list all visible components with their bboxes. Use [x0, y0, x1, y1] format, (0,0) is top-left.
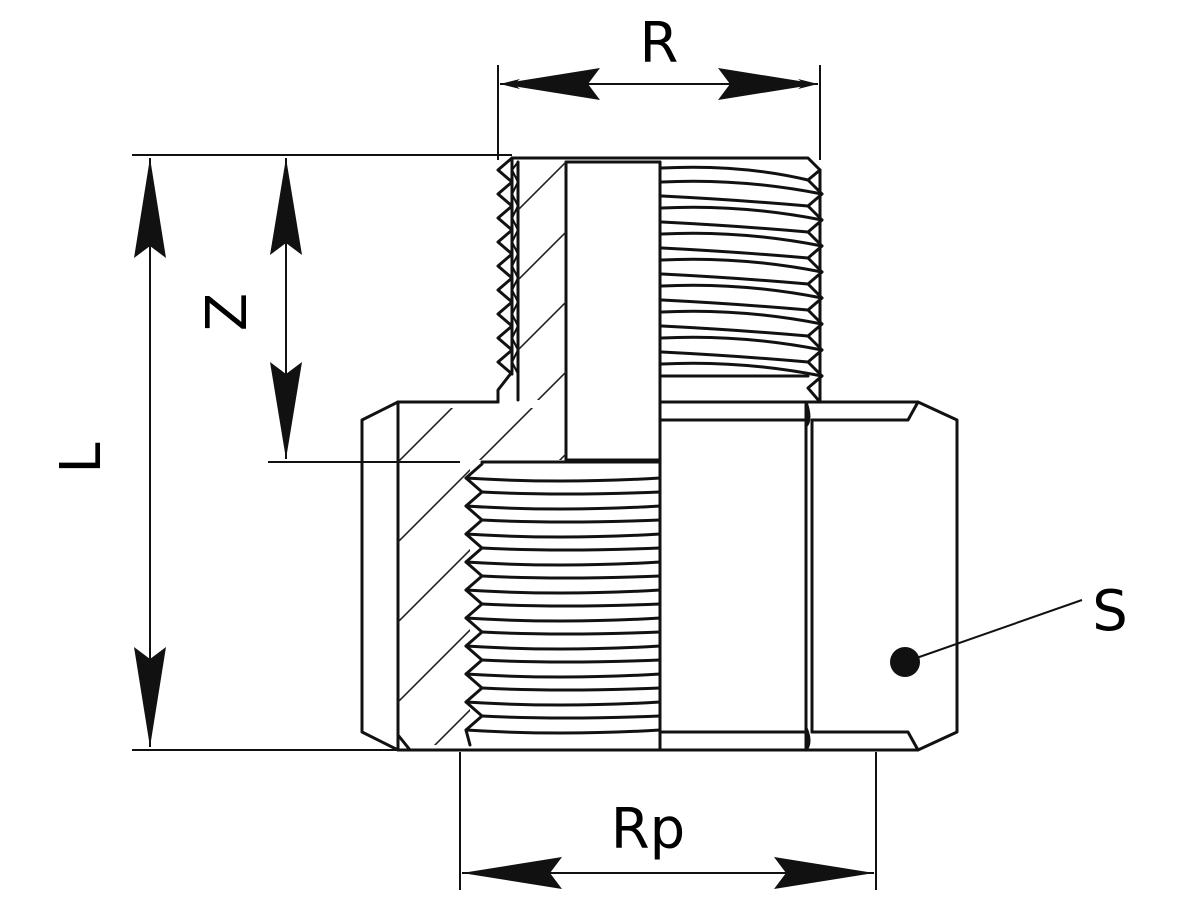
leader-line-S [904, 599, 1083, 663]
male-thread-crests [660, 165, 824, 378]
leader-S: S [890, 579, 1128, 677]
centre-bore [564, 160, 662, 462]
arrowhead-Z-bottom [270, 362, 302, 459]
arrowhead-Rp-right [774, 857, 874, 889]
female-thread-crests [464, 476, 662, 735]
fitting-body [360, 156, 959, 752]
section-hatching-upper [518, 162, 566, 400]
label-R: R [640, 11, 679, 76]
label-Z: Z [195, 293, 260, 331]
hex-flat-curves [804, 400, 811, 752]
leader-dot-S [890, 647, 920, 677]
arrowhead-Z-top [270, 158, 302, 255]
lower-section-edge [396, 733, 472, 752]
dimension-Rp: Rp [459, 752, 877, 890]
arrowhead-L-bottom [134, 647, 166, 747]
arrowhead-R-right [718, 68, 818, 100]
dimension-R: R [497, 11, 821, 160]
dimension-L: L [49, 154, 512, 751]
arrowhead-L-top [134, 158, 166, 258]
hex-face-right [810, 400, 920, 752]
hex-flat-edge-middle [658, 400, 808, 752]
arrowhead-Rp-left [462, 857, 562, 889]
label-S: S [1092, 579, 1128, 644]
male-thread-profile-left [496, 156, 514, 376]
dimension-Z: Z [195, 158, 460, 463]
male-thread-root-left [510, 161, 520, 375]
label-L: L [49, 442, 114, 473]
arrowhead-R-left [500, 68, 600, 100]
hex-face-middle [658, 418, 808, 734]
label-Rp: Rp [611, 797, 685, 862]
